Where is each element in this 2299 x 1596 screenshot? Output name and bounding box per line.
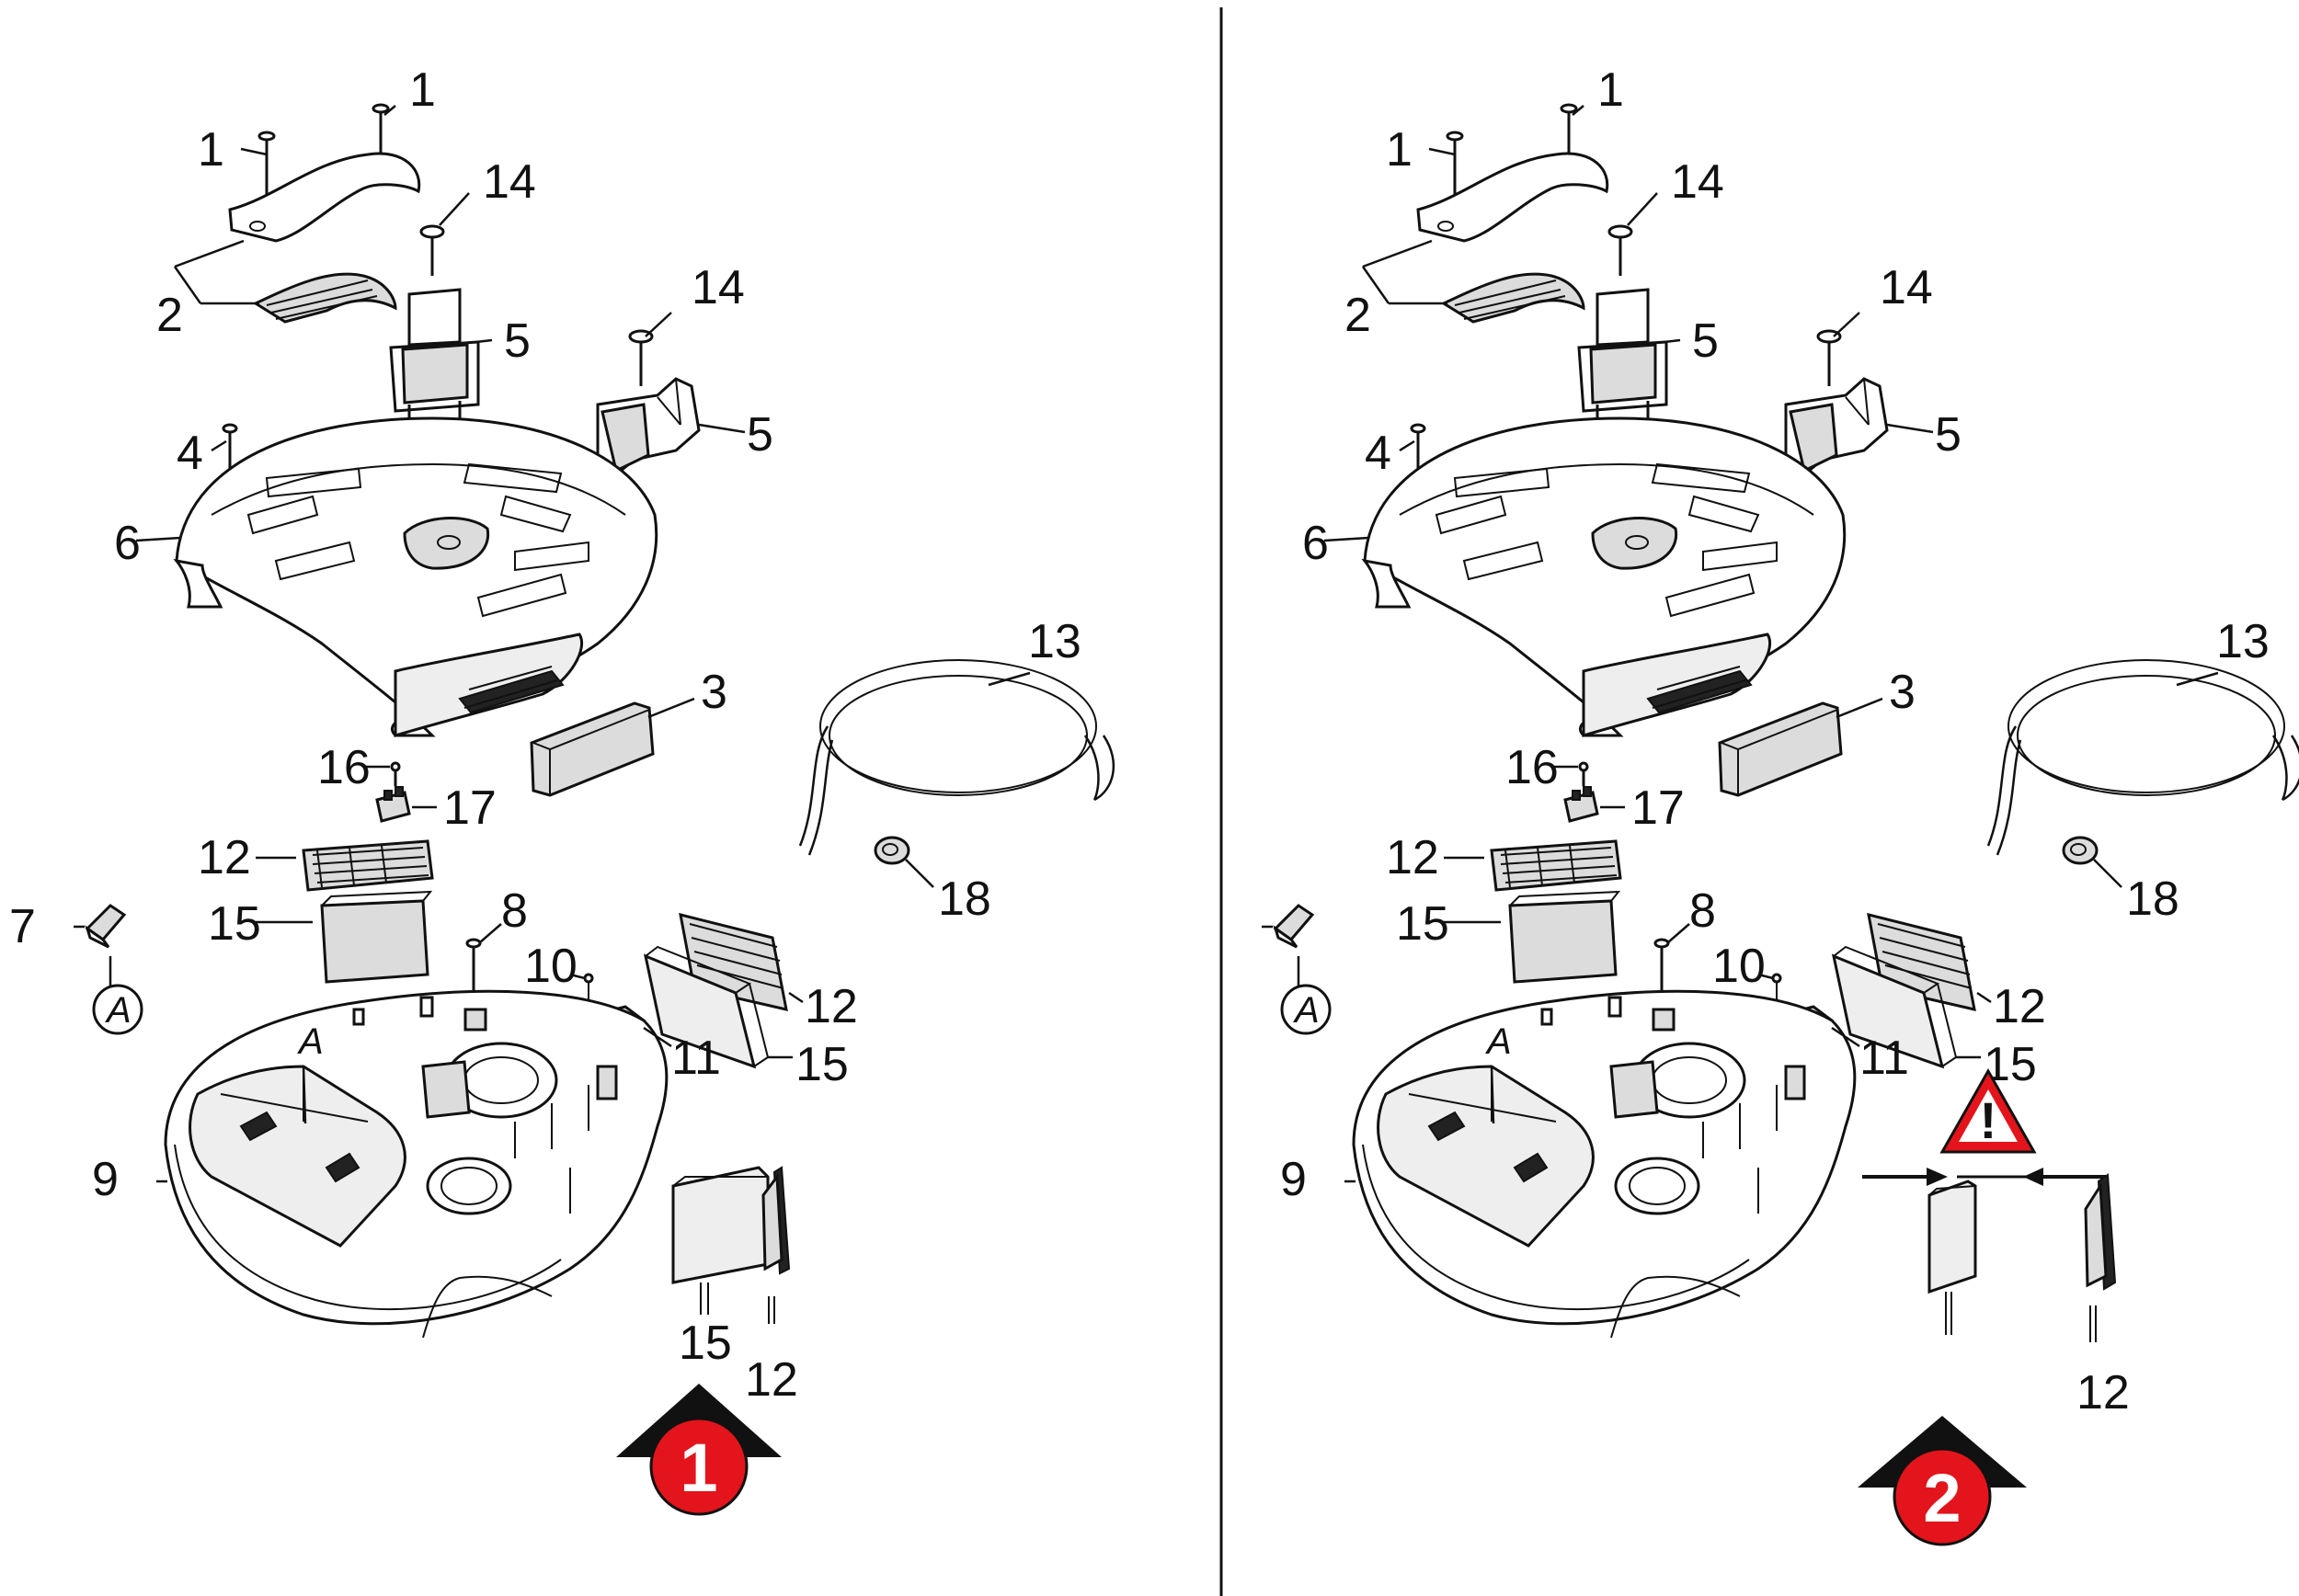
callout-12: 12 (1386, 831, 1439, 884)
reference-mark-a: A (105, 990, 132, 1031)
callout-3: 3 (1889, 666, 1916, 719)
step-badge-2: 2 (1858, 1416, 2027, 1546)
panel-2: 1 1 14 2 5 14 5 4 6 13 3 16 17 12 18 15 … (1260, 63, 2299, 1546)
compression-arrows (1862, 1168, 2106, 1186)
callout-4: 4 (1365, 427, 1391, 480)
callout-12: 12 (2076, 1366, 2130, 1419)
callout-17: 17 (443, 781, 497, 835)
callout-8: 8 (501, 884, 528, 938)
warning-mark: ! (1980, 1091, 1997, 1149)
callout-5: 5 (1692, 314, 1719, 368)
callout-3: 3 (701, 666, 727, 719)
callout-5: 5 (504, 314, 531, 368)
callout-1: 1 (1597, 63, 1624, 117)
assembly-drawing-2 (1260, 103, 2299, 1340)
callout-9: 9 (92, 1153, 119, 1206)
warning-icon: ! (1939, 1067, 2037, 1154)
step-number: 2 (1923, 1460, 1961, 1536)
callout-10: 10 (524, 940, 578, 993)
callout-2: 2 (1344, 289, 1371, 342)
callout-6: 6 (1302, 517, 1329, 570)
callout-16: 16 (317, 741, 371, 794)
callout-17: 17 (1631, 781, 1685, 835)
callout-14: 14 (1671, 155, 1724, 209)
callout-11: 11 (1859, 1032, 1909, 1085)
callout-9: 9 (1280, 1153, 1307, 1206)
callout-18: 18 (938, 872, 991, 926)
callout-1: 1 (409, 63, 436, 117)
callout-14: 14 (692, 261, 745, 314)
callout-6: 6 (114, 517, 141, 570)
callout-18: 18 (2126, 872, 2179, 926)
filter-part-15-compressed (1927, 1180, 1977, 1335)
callout-1: 1 (1386, 123, 1413, 177)
callout-1: 1 (198, 123, 224, 177)
callout-14: 14 (483, 155, 536, 209)
reference-mark-a: A (1485, 1021, 1512, 1062)
reference-mark-a: A (1293, 990, 1320, 1031)
callout-15: 15 (1396, 897, 1449, 951)
callout-16: 16 (1505, 741, 1559, 794)
callout-12: 12 (745, 1353, 798, 1407)
callout-15: 15 (208, 897, 261, 951)
reference-mark-a: A (297, 1021, 324, 1062)
callout-13: 13 (1028, 615, 1081, 668)
callout-12: 12 (198, 831, 251, 884)
callout-12: 12 (805, 980, 858, 1033)
step-badge-1: 1 (616, 1384, 782, 1516)
callout-2: 2 (156, 289, 183, 342)
panel-1: 1 1 14 2 5 14 5 4 6 13 3 16 17 12 18 15 … (9, 63, 1115, 1516)
callout-8: 8 (1689, 884, 1716, 938)
step-number: 1 (680, 1430, 717, 1506)
callout-15: 15 (795, 1038, 849, 1091)
callout-15: 15 (679, 1317, 732, 1370)
assembly-drawing-1 (72, 103, 1115, 1340)
callout-12: 12 (1993, 980, 2046, 1033)
callout-13: 13 (2216, 615, 2270, 668)
callout-10: 10 (1712, 940, 1766, 993)
callout-5: 5 (1935, 408, 1962, 462)
callout-11: 11 (671, 1032, 721, 1085)
callout-5: 5 (747, 408, 773, 462)
grille-part-12 (2084, 1173, 2117, 1342)
callout-4: 4 (177, 427, 203, 480)
callout-14: 14 (1880, 261, 1933, 314)
callout-7: 7 (9, 900, 36, 953)
